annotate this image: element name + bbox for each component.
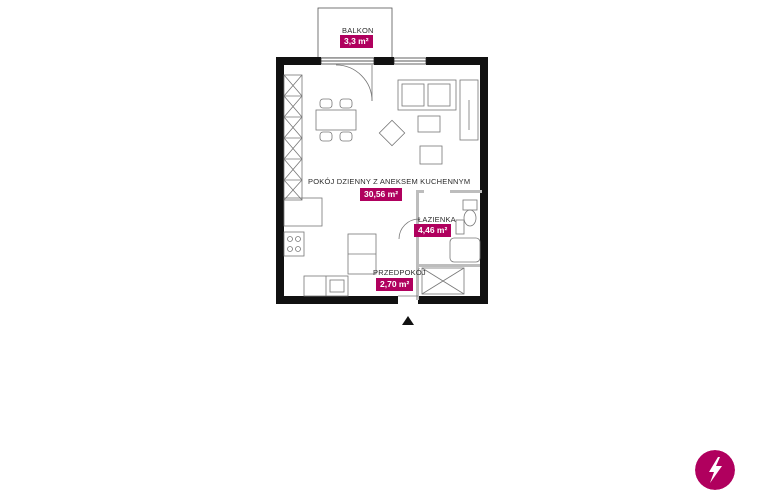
room-label-hallway: PRZEDPOKÓJ bbox=[373, 268, 426, 277]
furniture bbox=[283, 64, 481, 297]
room-area-living: 30,56 m² bbox=[360, 188, 403, 201]
brand-logo-icon bbox=[695, 450, 735, 490]
room-label-living: POKÓJ DZIENNY Z ANEKSEM KUCHENNYM bbox=[308, 177, 471, 186]
room-label-bathroom: ŁAZIENKA bbox=[418, 215, 456, 224]
entrance-arrow-icon bbox=[402, 316, 414, 325]
outer-walls bbox=[276, 57, 488, 304]
room-label-balcony: BALKON bbox=[342, 26, 374, 35]
windows bbox=[320, 57, 427, 65]
room-area-balcony: 3,3 m² bbox=[340, 35, 373, 48]
interior-walls bbox=[416, 190, 482, 300]
room-area-bathroom: 4,46 m² bbox=[414, 224, 452, 237]
room-area-hallway: 2,70 m² bbox=[376, 278, 414, 291]
